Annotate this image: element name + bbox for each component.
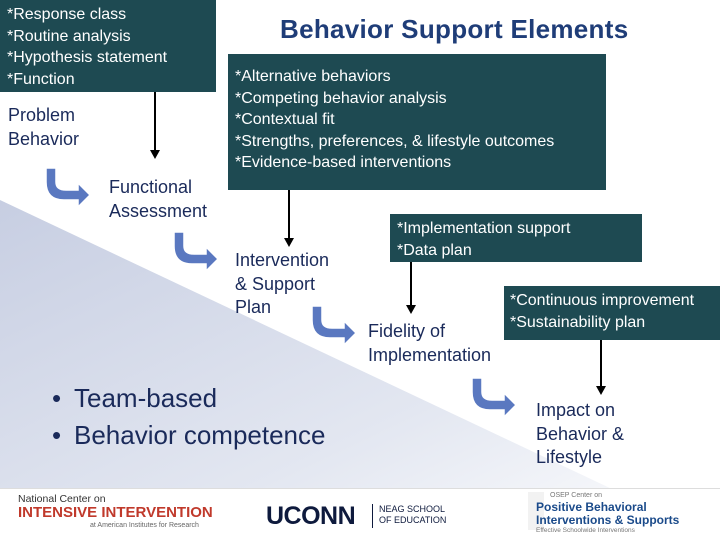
plan-item: *Competing behavior analysis: [235, 89, 447, 107]
stage-functional-assessment: Functional Assessment: [109, 176, 207, 223]
stage-impact: Impact on Behavior & Lifestyle: [536, 399, 624, 470]
impact-item: *Sustainability plan: [510, 313, 646, 331]
connector-plan-box: [284, 190, 294, 247]
plan-item: *Strengths, preferences, & lifestyle out…: [235, 132, 555, 150]
fba-item: *Response class: [7, 6, 127, 23]
stage-line: Assessment: [109, 200, 208, 221]
bullet-item: • Team-based: [52, 380, 325, 417]
stage-line: Implementation: [368, 344, 492, 365]
stage-line: Plan: [235, 297, 272, 317]
fidelity-item: *Implementation support: [397, 220, 571, 237]
stage-line: Behavior: [8, 128, 80, 149]
plan-item: *Contextual fit: [235, 111, 335, 128]
pbis-logo-line3: Interventions & Supports: [536, 513, 680, 527]
uconn-logo-separator: [372, 504, 373, 528]
impact-components-box: *Continuous improvement *Sustainability …: [504, 286, 720, 340]
fidelity-item: *Data plan: [397, 241, 472, 259]
pbis-logo-line1: OSEP Center on: [550, 492, 603, 499]
connector-problem-to-fba: [150, 92, 160, 159]
neag-line: OF EDUCATION: [379, 515, 447, 525]
stage-line: Behavior &: [536, 423, 625, 444]
footer: [0, 488, 720, 540]
fidelity-components-box: *Implementation support *Data plan: [390, 214, 642, 262]
bullet-text: Behavior competence: [74, 420, 326, 450]
uconn-logo: UCONN: [266, 502, 356, 530]
bullet-list: • Team-based • Behavior competence: [52, 380, 325, 454]
stage-problem-behavior: Problem Behavior: [8, 104, 79, 151]
pbis-logo-mark: [528, 492, 544, 530]
bullet-text: Team-based: [74, 383, 218, 413]
pbis-logo-line2: Positive Behavioral: [536, 500, 647, 514]
plan-components-box: *Alternative behaviors *Competing behavi…: [228, 54, 606, 190]
stage-line: Problem: [8, 105, 76, 125]
stage-line: Lifestyle: [536, 447, 603, 467]
nci-logo-line2: INTENSIVE INTERVENTION: [18, 504, 213, 521]
flow-arrow-1: [45, 167, 92, 209]
bullet-marker: •: [52, 420, 62, 450]
bullet-marker: •: [52, 383, 62, 413]
stage-line: Fidelity of: [368, 321, 446, 341]
connector-fidelity-box: [406, 262, 416, 314]
slope-triangle: [0, 200, 720, 540]
nci-logo-line1: National Center on: [18, 493, 106, 505]
impact-item: *Continuous improvement: [510, 292, 695, 309]
connector-impact-box: [596, 340, 606, 395]
stage-line: & Support: [235, 273, 316, 294]
fba-item: *Function: [7, 70, 75, 88]
plan-item: *Alternative behaviors: [235, 68, 391, 85]
flow-arrow-3: [311, 305, 358, 347]
stage-line: Intervention: [235, 250, 330, 270]
flow-arrow-4: [471, 377, 518, 419]
fba-item: *Hypothesis statement: [7, 49, 168, 66]
fba-item: *Routine analysis: [7, 27, 131, 45]
plan-item: *Evidence-based interventions: [235, 154, 452, 171]
page-title: Behavior Support Elements: [280, 14, 629, 44]
pbis-logo-line4: Effective Schoolwide Interventions: [536, 527, 635, 534]
fba-components-box: *Response class *Routine analysis *Hypot…: [0, 0, 216, 92]
bullet-item: • Behavior competence: [52, 417, 325, 454]
flow-arrow-2: [173, 231, 220, 273]
stage-line: Functional: [109, 177, 193, 197]
stage-line: Impact on: [536, 400, 616, 420]
footer-divider: [0, 488, 720, 489]
neag-school-label: NEAG SCHOOL OF EDUCATION: [379, 504, 446, 526]
stage-fidelity: Fidelity of Implementation: [368, 320, 491, 367]
stage-intervention-plan: Intervention & Support Plan: [235, 249, 329, 320]
nci-logo-line3: at American Institutes for Research: [90, 522, 199, 529]
neag-line: NEAG SCHOOL: [379, 504, 446, 514]
